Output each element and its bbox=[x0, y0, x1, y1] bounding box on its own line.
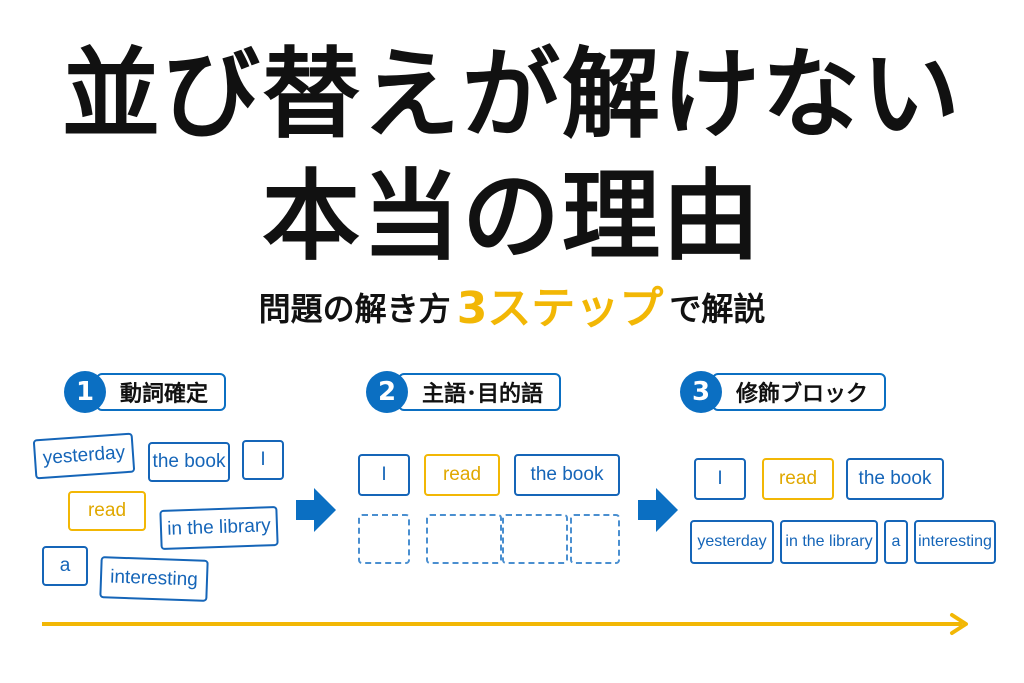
step2-card-read[interactable]: read bbox=[424, 454, 500, 496]
word-card-the-book[interactable]: the book bbox=[148, 442, 230, 482]
subtitle-accent: 3ステップ bbox=[456, 283, 664, 334]
step-3-number: 3 bbox=[680, 371, 722, 413]
step-2-header: 2 主語･目的語 bbox=[366, 371, 562, 413]
empty-slot[interactable] bbox=[426, 514, 502, 564]
empty-slot[interactable] bbox=[358, 514, 410, 564]
step3-card-i[interactable]: I bbox=[694, 458, 746, 500]
step-1-label: 動詞確定 bbox=[96, 373, 227, 411]
word-card-i[interactable]: I bbox=[242, 440, 284, 480]
step-3-header: 3 修飾ブロック bbox=[680, 371, 887, 413]
step3-card-yesterday[interactable]: yesterday bbox=[690, 520, 774, 564]
title-line-2: 本当の理由 bbox=[261, 160, 762, 274]
word-card-a[interactable]: a bbox=[42, 546, 88, 586]
subtitle-after: で解説 bbox=[669, 290, 766, 328]
title-line-1: 並び替えが解けない bbox=[61, 38, 962, 152]
step3-card-the-book[interactable]: the book bbox=[846, 458, 944, 500]
step3-card-interesting[interactable]: interesting bbox=[914, 520, 996, 564]
word-card-in-the-library[interactable]: in the library bbox=[159, 505, 279, 551]
word-card-interesting[interactable]: interesting bbox=[99, 556, 209, 602]
empty-slot[interactable] bbox=[502, 514, 568, 564]
step2-card-i[interactable]: I bbox=[358, 454, 410, 496]
step3-card-read[interactable]: read bbox=[762, 458, 834, 500]
step-2-label: 主語･目的語 bbox=[398, 373, 562, 411]
word-card-yesterday[interactable]: yesterday bbox=[32, 432, 136, 480]
step-2-number: 2 bbox=[366, 371, 408, 413]
step2-card-the-book[interactable]: the book bbox=[514, 454, 620, 496]
step-3-label: 修飾ブロック bbox=[712, 373, 887, 411]
step-1-header: 1 動詞確定 bbox=[64, 371, 227, 413]
step3-card-in-the-library[interactable]: in the library bbox=[780, 520, 878, 564]
word-card-read[interactable]: read bbox=[68, 491, 146, 531]
subtitle-before: 問題の解き方 bbox=[258, 290, 451, 328]
arrow-right-icon bbox=[296, 488, 336, 532]
arrow-right-icon bbox=[638, 488, 678, 532]
step-1-number: 1 bbox=[64, 371, 106, 413]
empty-slot[interactable] bbox=[570, 514, 620, 564]
step3-card-a[interactable]: a bbox=[884, 520, 908, 564]
timeline-arrow-icon bbox=[42, 613, 968, 635]
